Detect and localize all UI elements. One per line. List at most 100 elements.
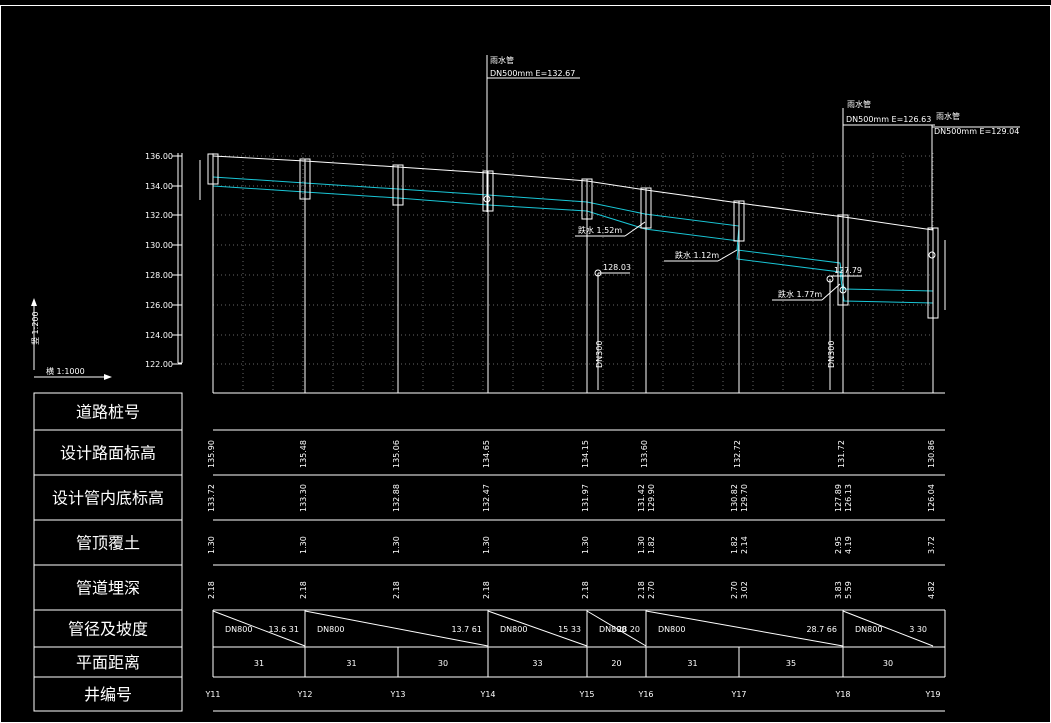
cell-value: 130.82 [730, 484, 739, 512]
y-tick-label: 136.00 [145, 152, 173, 161]
cell-value: 4.19 [844, 536, 853, 554]
row-title: 管径及坡度 [68, 620, 148, 639]
slope-line [645, 610, 844, 647]
distance-value: 31 [254, 659, 264, 668]
manholes [199, 153, 946, 393]
cell-value: 2.70 [730, 581, 739, 599]
distance-value: 31 [346, 659, 356, 668]
cell-value: 131.97 [581, 484, 590, 512]
manhole [640, 187, 652, 229]
crossing-pipe-2: 雨水管 DN500mm E=126.63 [839, 99, 935, 390]
y-tick-label: 126.00 [145, 301, 173, 310]
cell-value: 132.88 [392, 484, 401, 512]
cell-value: 133.30 [299, 484, 308, 512]
y-tick-label: 132.00 [145, 211, 173, 220]
cell-value: 2.18 [482, 581, 491, 599]
distance-value: 30 [438, 659, 448, 668]
cell-value: 1.82 [647, 536, 656, 554]
drop1-label: 跌水 1.52m [578, 225, 622, 235]
cell-value: 2.18 [637, 581, 646, 599]
drop3-label: 跌水 1.77m [778, 289, 822, 299]
pipe-slope: 13.6 31 [268, 625, 299, 634]
y-tick-label: 124.00 [145, 331, 173, 340]
pipe-slope: 28 20 [617, 625, 640, 634]
row-title: 管顶覆土 [76, 534, 140, 553]
manhole [299, 158, 311, 200]
scale-ruler [177, 153, 183, 364]
cell-value: 2.18 [207, 581, 216, 599]
drop-3: 跌水 1.77m [772, 283, 841, 301]
cell-value: 1.30 [637, 536, 646, 554]
y-axis-ticks: 136.00 134.00 132.00 130.00 128.00 126.00 124.… [145, 152, 182, 369]
cell-value: 131.42 [637, 484, 646, 512]
pipe-diameter: DN800 [225, 625, 252, 634]
cell-value: 126.13 [844, 484, 853, 512]
pipe-crown-line [212, 176, 934, 292]
pipe-slope: 3 30 [909, 625, 927, 634]
cell-value: 1.30 [392, 536, 401, 554]
well-id: Y13 [389, 690, 405, 699]
cell-value: 126.04 [927, 484, 936, 512]
well-id: Y11 [204, 690, 220, 699]
cell-value: 4.82 [927, 581, 936, 599]
cell-value: 1.30 [482, 536, 491, 554]
pipe-slope: 13.7 61 [451, 625, 482, 634]
cell-value: 131.72 [837, 440, 846, 468]
distance-value: 30 [883, 659, 893, 668]
cell-value: 2.95 [834, 536, 843, 554]
pipe1-text: DN500mm E=132.67 [490, 69, 575, 78]
cell-value: 3.02 [740, 581, 749, 599]
distance-value: 20 [611, 659, 621, 668]
branch-pipe-1: 128.03 DN300 [594, 263, 631, 390]
cell-value: 1.30 [581, 536, 590, 554]
drop2-label: 跌水 1.12m [675, 250, 719, 260]
slope-line [842, 610, 934, 647]
y-tick-label: 122.00 [145, 360, 173, 369]
manhole [207, 153, 219, 185]
cell-value: 135.48 [299, 440, 308, 468]
well-id: Y15 [578, 690, 594, 699]
y-tick-label: 128.00 [145, 271, 173, 280]
cell-value: 129.90 [647, 484, 656, 512]
cell-value: 133.72 [207, 484, 216, 512]
distance-value: 35 [786, 659, 796, 668]
elev1-label: 128.03 [603, 263, 631, 272]
cell-value: 2.18 [581, 581, 590, 599]
y-tick-label: 130.00 [145, 241, 173, 250]
pipe-slope: 28.7 66 [806, 625, 837, 634]
well-id: Y19 [924, 690, 940, 699]
branch2-label: DN300 [827, 341, 836, 368]
distance-value: 33 [532, 659, 542, 668]
branch1-label: DN300 [595, 341, 604, 368]
row-title: 管道埋深 [76, 579, 140, 598]
horizontal-scale-label: 横 1:1000 [46, 366, 85, 376]
pipe1-title: 雨水管 [490, 55, 514, 65]
cell-value: 129.70 [740, 484, 749, 512]
cell-value: 3.83 [834, 581, 843, 599]
pipe-diameter: DN800 [500, 625, 527, 634]
row-title: 设计路面标高 [60, 444, 156, 463]
pipe3-text: DN500mm E=129.04 [934, 127, 1019, 136]
well-id: Y12 [296, 690, 312, 699]
cell-value: 130.86 [927, 440, 936, 468]
slope-line [212, 610, 306, 647]
drop-2: 跌水 1.12m [664, 249, 738, 262]
y-tick-label: 134.00 [145, 182, 173, 191]
cell-value: 134.15 [581, 440, 590, 468]
cell-value: 2.70 [647, 581, 656, 599]
pipe2-title: 雨水管 [847, 99, 871, 109]
profile-grid [212, 153, 934, 392]
elev2-label: 127.79 [834, 266, 862, 275]
cell-value: 127.89 [834, 484, 843, 512]
branch-pipe-2: 127.79 DN300 [826, 266, 862, 390]
well-id: Y14 [479, 690, 495, 699]
cell-value: 2.14 [740, 536, 749, 554]
row-title: 平面距离 [76, 653, 140, 672]
scale-note: 竖 1:200 横 1:1000 [31, 298, 112, 380]
pipe-slope: 15 33 [558, 625, 581, 634]
pipe-diameter: DN800 [855, 625, 882, 634]
crossing-pipe-3: 雨水管 DN500mm E=129.04 [928, 111, 1020, 259]
